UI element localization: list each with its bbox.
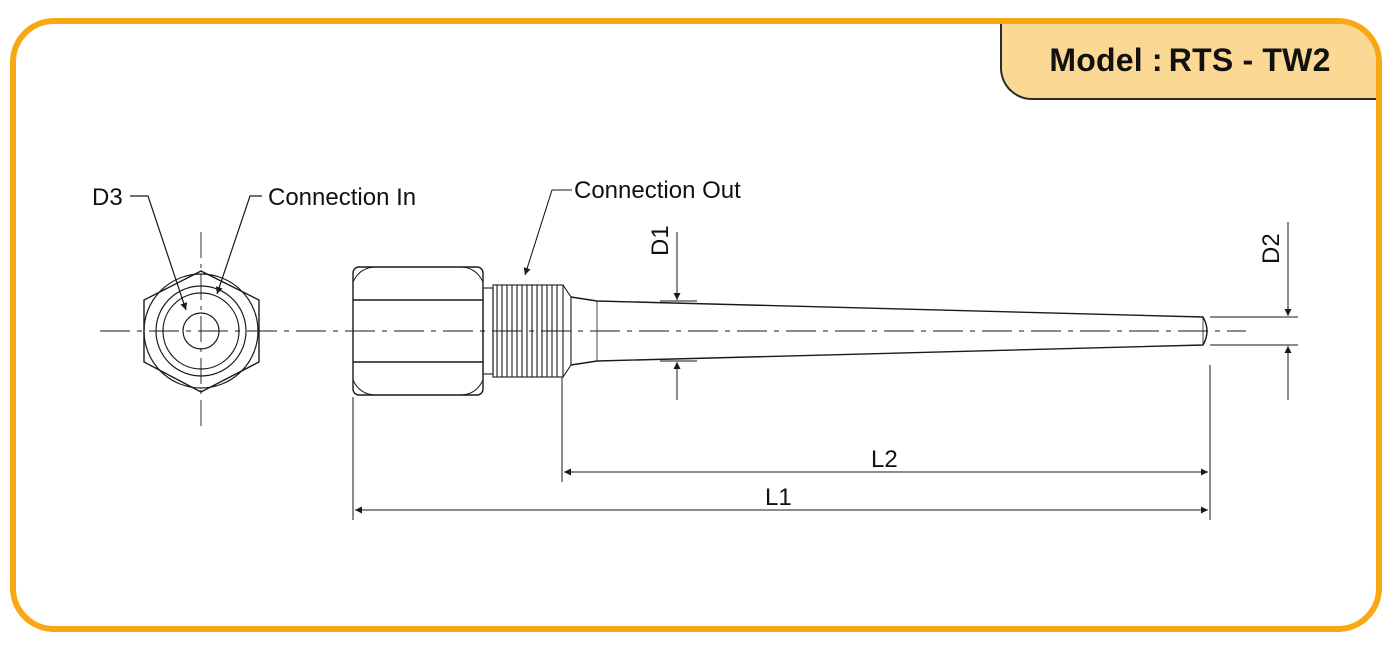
label-d1: D1 xyxy=(647,225,674,256)
label-d3: D3 xyxy=(92,184,123,211)
label-l1: L1 xyxy=(765,484,792,511)
dim-d1 xyxy=(660,232,697,400)
label-connection-in: Connection In xyxy=(268,184,416,211)
dim-l1-l2 xyxy=(352,365,1211,520)
end-view-hex xyxy=(130,195,262,430)
tapered-stem xyxy=(570,296,1208,366)
hex-nut-side xyxy=(352,266,484,396)
label-connection-out: Connection Out xyxy=(574,177,741,204)
model-label: Model : xyxy=(1049,41,1163,78)
model-value: RTS - TW2 xyxy=(1168,41,1331,78)
thread-section xyxy=(482,189,572,378)
dim-d2 xyxy=(1210,222,1298,400)
model-tab: Model : RTS - TW2 xyxy=(1000,24,1376,100)
label-l2: L2 xyxy=(871,446,898,473)
label-d2: D2 xyxy=(1258,233,1285,264)
